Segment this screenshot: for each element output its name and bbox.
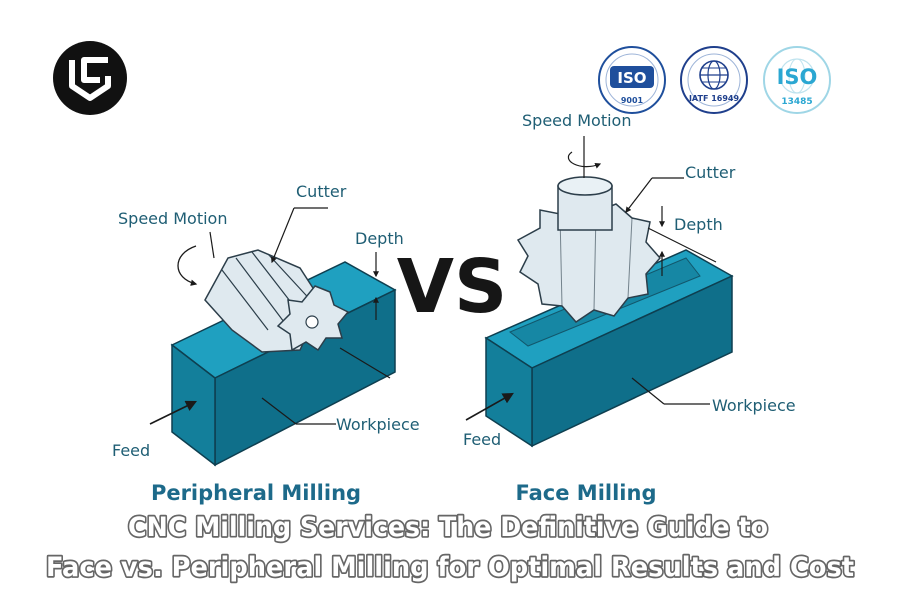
globe-icon [779, 58, 815, 94]
page-title-line-1: CNC Milling Services: The Definitive Gui… [128, 512, 768, 543]
caption-peripheral-milling: Peripheral Milling [151, 481, 361, 505]
iso-9001-number: 9001 [621, 96, 644, 105]
label-feed-left: Feed [112, 441, 150, 460]
caption-face-milling: Face Milling [516, 481, 657, 505]
label-cutter-left: Cutter [296, 182, 347, 201]
label-workpiece-left: Workpiece [336, 415, 420, 434]
iso-13485-label: ISO [777, 65, 818, 89]
cutter [204, 249, 350, 353]
iso-13485-number: 13485 [781, 97, 812, 107]
certification-iso-13485: ISO 13485 [763, 46, 831, 114]
certification-iso-9001: ISO 9001 [598, 46, 666, 114]
globe-icon [699, 60, 729, 90]
vs-text: VS [397, 244, 508, 330]
certification-iatf-16949: IATF 16949 [680, 46, 748, 114]
brand-logo [53, 41, 127, 115]
iso-9001-label: ISO [617, 69, 646, 87]
label-speed-motion-right: Speed Motion [522, 111, 631, 130]
label-cutter-right: Cutter [685, 163, 736, 182]
iatf-number: IATF 16949 [689, 94, 740, 103]
label-workpiece-right: Workpiece [712, 396, 796, 415]
label-feed-right: Feed [463, 430, 501, 449]
cutter-shank [557, 176, 613, 231]
cutter-end-face [276, 285, 350, 352]
label-depth-right: Depth [674, 215, 723, 234]
face-milling-diagram: Speed Motion Cutter Depth Workpiece Feed [463, 111, 796, 449]
peripheral-milling-diagram: Speed Motion Cutter Depth Workpiece Feed [112, 182, 420, 467]
label-speed-motion-left: Speed Motion [118, 209, 227, 228]
page-title-line-2: Face vs. Peripheral Milling for Optimal … [46, 552, 854, 583]
label-depth-left: Depth [355, 229, 404, 248]
cutter [516, 176, 661, 323]
